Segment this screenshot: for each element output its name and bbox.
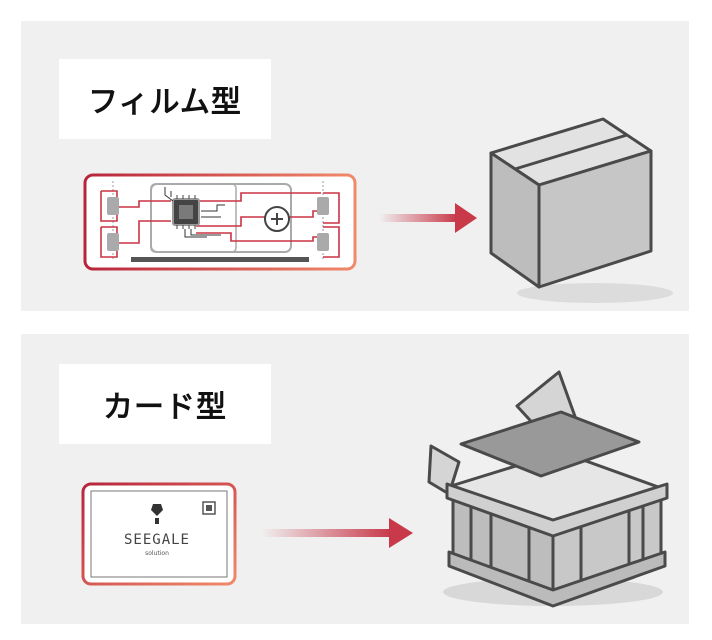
card-arrow [261, 518, 413, 548]
film-arrow [379, 203, 477, 233]
card-type-label: カード型 [59, 364, 271, 444]
card-type-illustration: SEEGALE solution [81, 370, 669, 608]
film-type-title: フィルム型 [88, 85, 242, 120]
card-logo-text: SEEGALE [124, 532, 190, 548]
seegale-card: SEEGALE solution [81, 482, 237, 586]
seegale-logo-icon [151, 504, 163, 524]
card-logo-subtext: solution [145, 550, 169, 557]
card-type-title: カード型 [103, 390, 227, 425]
film-circuit-card [83, 173, 357, 271]
film-type-panel: フィルム型 [21, 21, 689, 311]
closed-box [489, 117, 673, 303]
film-type-label: フィルム型 [59, 59, 271, 139]
open-crate-box [427, 370, 669, 608]
card-type-panel: カード型 SEEGALE solution [21, 334, 689, 624]
film-type-illustration [83, 117, 673, 303]
